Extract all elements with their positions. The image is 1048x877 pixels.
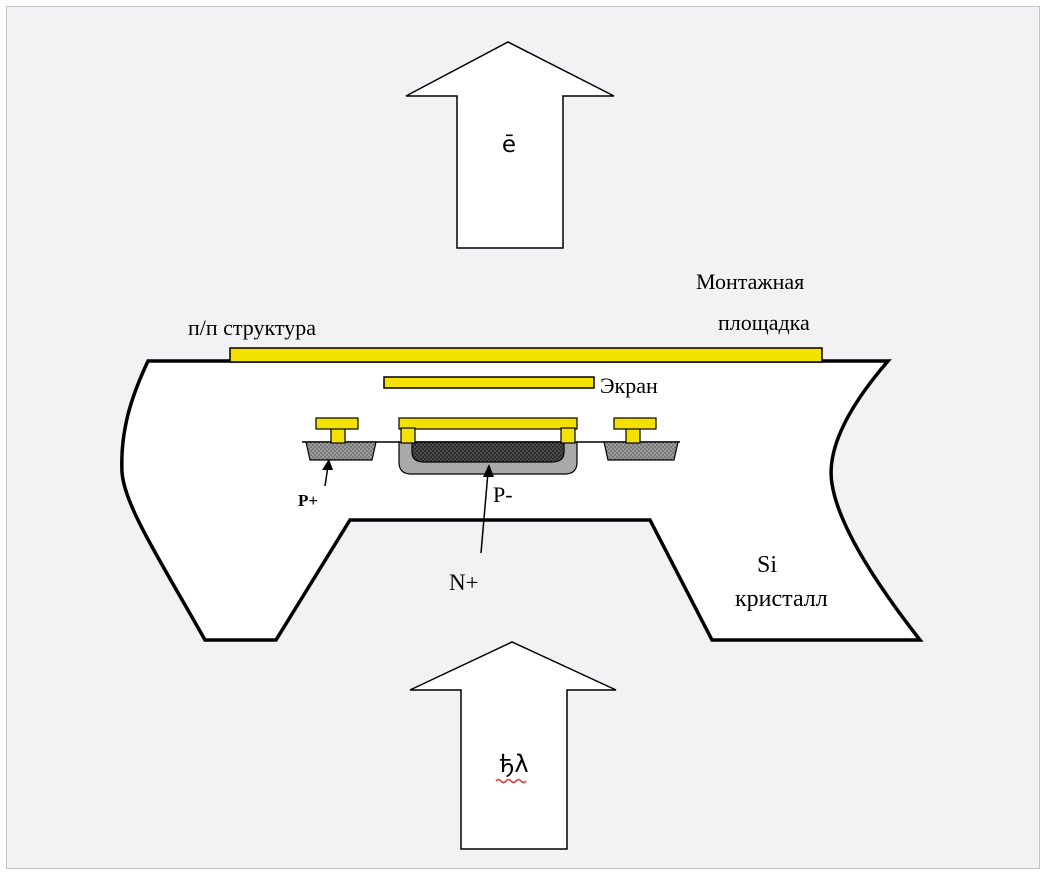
electron-up-arrow-icon [405, 41, 615, 249]
si-label: Si [757, 552, 777, 578]
mounting-pad-label-line2: площадка [718, 310, 810, 335]
screen-label: Экран [600, 373, 658, 398]
photon-up-arrow-icon [409, 641, 617, 850]
n-plus-region [411, 441, 565, 463]
central-electrode-right-leg [560, 427, 576, 444]
n-plus-pointer-arrowhead-icon [483, 464, 494, 477]
contact-right-cap [613, 417, 657, 430]
p-plus-region-right [603, 441, 679, 461]
si-crystal-body [120, 359, 924, 642]
contact-right-pillar [625, 427, 641, 444]
n-plus-label: N+ [449, 570, 479, 595]
central-electrode-bar [398, 417, 578, 430]
mounting-pad-label-line1: Монтажная [696, 269, 804, 294]
spellcheck-underline [495, 778, 527, 784]
screen-layer [383, 376, 595, 389]
contact-left-cap [315, 417, 359, 430]
mounting-pad-metal [229, 347, 823, 363]
pn-structure-label: п/п структура [188, 315, 316, 340]
electron-symbol-label: ē [502, 132, 516, 158]
central-electrode-left-leg [400, 427, 416, 444]
photon-symbol-label: ђλ [499, 750, 528, 778]
p-plus-pointer-arrowhead-icon [322, 459, 333, 470]
p-plus-region-left [305, 441, 377, 461]
p-plus-label: P+ [298, 491, 318, 510]
p-minus-label: P- [493, 482, 513, 507]
contact-left-pillar [330, 427, 346, 444]
n-plus-pointer-line [480, 471, 489, 554]
crystal-label: кристалл [735, 586, 828, 612]
